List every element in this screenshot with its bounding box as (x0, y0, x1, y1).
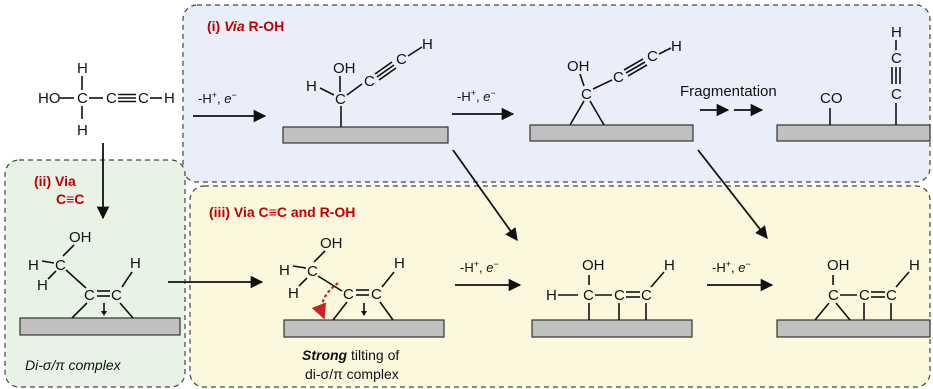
step-label-1: -H+, e− (198, 90, 237, 106)
svg-text:C: C (613, 69, 624, 86)
svg-text:C: C (77, 90, 88, 107)
svg-text:H: H (130, 255, 141, 272)
svg-text:OH: OH (320, 235, 343, 252)
svg-text:H: H (422, 36, 433, 53)
arrow-i2-to-iii3 (697, 149, 768, 239)
svg-text:OH: OH (333, 60, 356, 77)
svg-text:C: C (343, 286, 354, 303)
svg-text:H: H (288, 285, 299, 302)
svg-text:OH: OH (69, 229, 92, 246)
svg-text:H: H (28, 257, 39, 274)
svg-text:C: C (335, 91, 346, 108)
species-iii1: OH C H H C C H (279, 235, 445, 338)
fragmentation-label: Fragmentation (680, 83, 777, 100)
svg-text:C: C (396, 51, 407, 68)
species-iii2: OH H C C C H (531, 257, 693, 338)
panel-i-background (182, 4, 931, 183)
species-ii: OH C H H C C H (19, 229, 181, 336)
svg-text:H: H (306, 78, 317, 95)
svg-text:C: C (886, 287, 897, 304)
svg-text:H: H (164, 90, 175, 107)
panel-ii-caption: Di-σ/π complex (25, 357, 122, 373)
panel-i-title: (i) Via R-OH (207, 18, 284, 34)
svg-text:OH: OH (827, 257, 850, 274)
step-label-4: -H+, e− (712, 259, 751, 275)
svg-text:C: C (581, 86, 592, 103)
svg-text:CO: CO (820, 90, 843, 107)
species-i1: C OH H C C H (282, 36, 449, 144)
svg-text:H: H (671, 38, 682, 55)
svg-text:C: C (84, 287, 95, 304)
svg-text:H: H (77, 60, 88, 77)
panel-iii-caption-line2: di-σ/π complex (305, 366, 399, 382)
svg-text:C: C (111, 287, 122, 304)
step-label-3: -H+, e− (460, 259, 499, 275)
svg-text:C: C (583, 287, 594, 304)
panel-iii-title: (iii) Via C≡C and R-OH (209, 204, 355, 220)
svg-text:C: C (364, 73, 375, 90)
panel-iii-caption-line1: Strong tilting of (302, 347, 399, 363)
svg-text:C: C (371, 286, 382, 303)
svg-text:H: H (279, 262, 290, 279)
panel-ii-title-line2: C≡C (56, 191, 84, 207)
svg-text:H: H (546, 287, 557, 304)
svg-text:C: C (891, 50, 902, 67)
svg-text:C: C (106, 90, 117, 107)
svg-text:C: C (891, 86, 902, 103)
svg-text:H: H (77, 122, 88, 139)
svg-text:H: H (909, 257, 920, 274)
arrow-i1-to-iii2 (452, 149, 518, 242)
svg-text:C: C (859, 287, 870, 304)
svg-text:H: H (37, 277, 48, 294)
step-label-2: -H+, e− (457, 88, 496, 104)
svg-text:H: H (394, 255, 405, 272)
svg-text:H: H (891, 24, 902, 41)
species-iii3: OH C C C H (776, 257, 931, 338)
svg-text:C: C (138, 90, 149, 107)
svg-text:HO: HO (38, 90, 61, 107)
svg-text:C: C (55, 257, 66, 274)
svg-text:C: C (614, 287, 625, 304)
svg-text:C: C (828, 287, 839, 304)
species-i3-fragments: CO H C C (776, 24, 931, 142)
svg-text:C: C (307, 263, 318, 280)
svg-text:OH: OH (582, 257, 605, 274)
svg-text:OH: OH (567, 58, 590, 75)
svg-text:C: C (647, 48, 658, 65)
species-i2: C OH C C H (529, 38, 694, 142)
svg-text:H: H (664, 257, 675, 274)
panel-ii-title-line1: (ii) Via (34, 173, 76, 189)
svg-text:C: C (641, 287, 652, 304)
propargyl-alcohol: HO C H H C C H (38, 60, 175, 139)
